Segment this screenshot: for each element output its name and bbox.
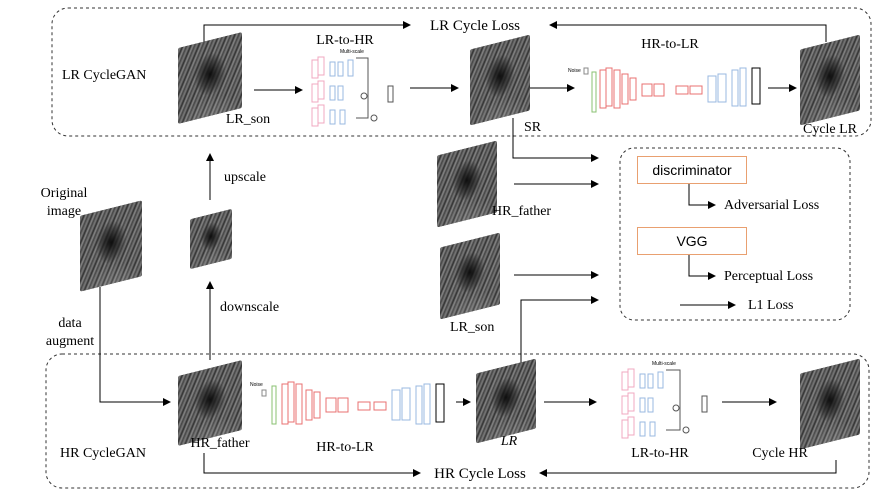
lr-cyclegan-box xyxy=(51,7,872,137)
hr-father-image-mid xyxy=(437,140,497,228)
hr-to-lr-label-top: HR-to-LR xyxy=(641,37,699,52)
cycle-lr-image xyxy=(800,34,860,126)
l1-loss-label: L1 Loss xyxy=(748,298,794,313)
svg-text:Noise: Noise xyxy=(250,382,263,388)
adversarial-loss-label: Adversarial Loss xyxy=(724,198,820,213)
arrow-lrhat-to-losses xyxy=(520,296,599,365)
hr-cycle-loss-arrow-left xyxy=(203,453,421,477)
sr-label: SR xyxy=(524,120,542,135)
discriminator-box: discriminator xyxy=(637,156,747,184)
lr-cycle-loss-label: LR Cycle Loss xyxy=(430,18,520,34)
hr-cyclegan-box xyxy=(45,353,870,489)
original-image xyxy=(80,200,142,292)
lr-son-label-top: LR_son xyxy=(225,112,271,127)
original-image-label-1: Original xyxy=(40,186,88,201)
lr-to-hr-label-top: LR-to-HR xyxy=(316,33,374,48)
downscale-label: downscale xyxy=(220,300,280,315)
lr-hat-label: LR xyxy=(500,434,518,449)
lr-son-image-mid xyxy=(440,232,500,320)
lr-son-label-mid: LR_son xyxy=(450,320,495,335)
multiscale-label-top: Multi-scale xyxy=(340,49,364,55)
hr-father-label-mid: HR_father xyxy=(492,204,552,219)
hr-cycle-loss-arrow-right xyxy=(539,460,837,477)
upscale-label: upscale xyxy=(224,170,266,185)
hr-father-label-bottom: HR_father xyxy=(190,436,250,451)
data-augment-label-2: augment xyxy=(45,334,95,349)
arrow-vgg-to-perc xyxy=(688,254,716,280)
hr-cyclegan-label: HR CycleGAN xyxy=(60,446,146,461)
data-augment-label-1: data xyxy=(58,316,82,331)
hr-to-lr-label-bottom: HR-to-LR xyxy=(316,440,374,455)
loss-panel-box xyxy=(619,147,851,321)
arrow-disc-to-adv xyxy=(688,183,716,209)
hr-cycle-loss-label: HR Cycle Loss xyxy=(434,466,526,482)
lr-son-image-top xyxy=(178,32,242,124)
sr-image xyxy=(470,34,530,126)
net-lr-to-hr-bottom: Multi-scale xyxy=(621,361,708,439)
vgg-box: VGG xyxy=(637,227,747,255)
cycle-hr-label: Cycle HR xyxy=(752,446,808,461)
lr-hat-image xyxy=(476,358,536,444)
svg-text:Noise: Noise xyxy=(568,68,581,74)
cycle-lr-label: Cycle LR xyxy=(802,122,858,137)
lr-cyclegan-label: LR CycleGAN xyxy=(62,68,147,83)
downscaled-image xyxy=(190,208,232,270)
net-hr-to-lr-bottom: Noise xyxy=(250,381,445,425)
perceptual-loss-label: Perceptual Loss xyxy=(724,269,814,284)
lr-cycle-loss-arrow-right xyxy=(549,21,827,42)
cycle-hr-image xyxy=(800,358,860,450)
net-lr-to-hr-top: Multi-scale xyxy=(311,49,394,127)
arrow-data-augment xyxy=(99,287,171,406)
original-image-label-2: image xyxy=(46,204,82,219)
lr-to-hr-label-bottom: LR-to-HR xyxy=(631,446,689,461)
arrow-sr-to-losses xyxy=(512,118,599,162)
net-hr-to-lr-top: Noise xyxy=(568,67,761,113)
svg-text:Multi-scale: Multi-scale xyxy=(652,361,676,367)
